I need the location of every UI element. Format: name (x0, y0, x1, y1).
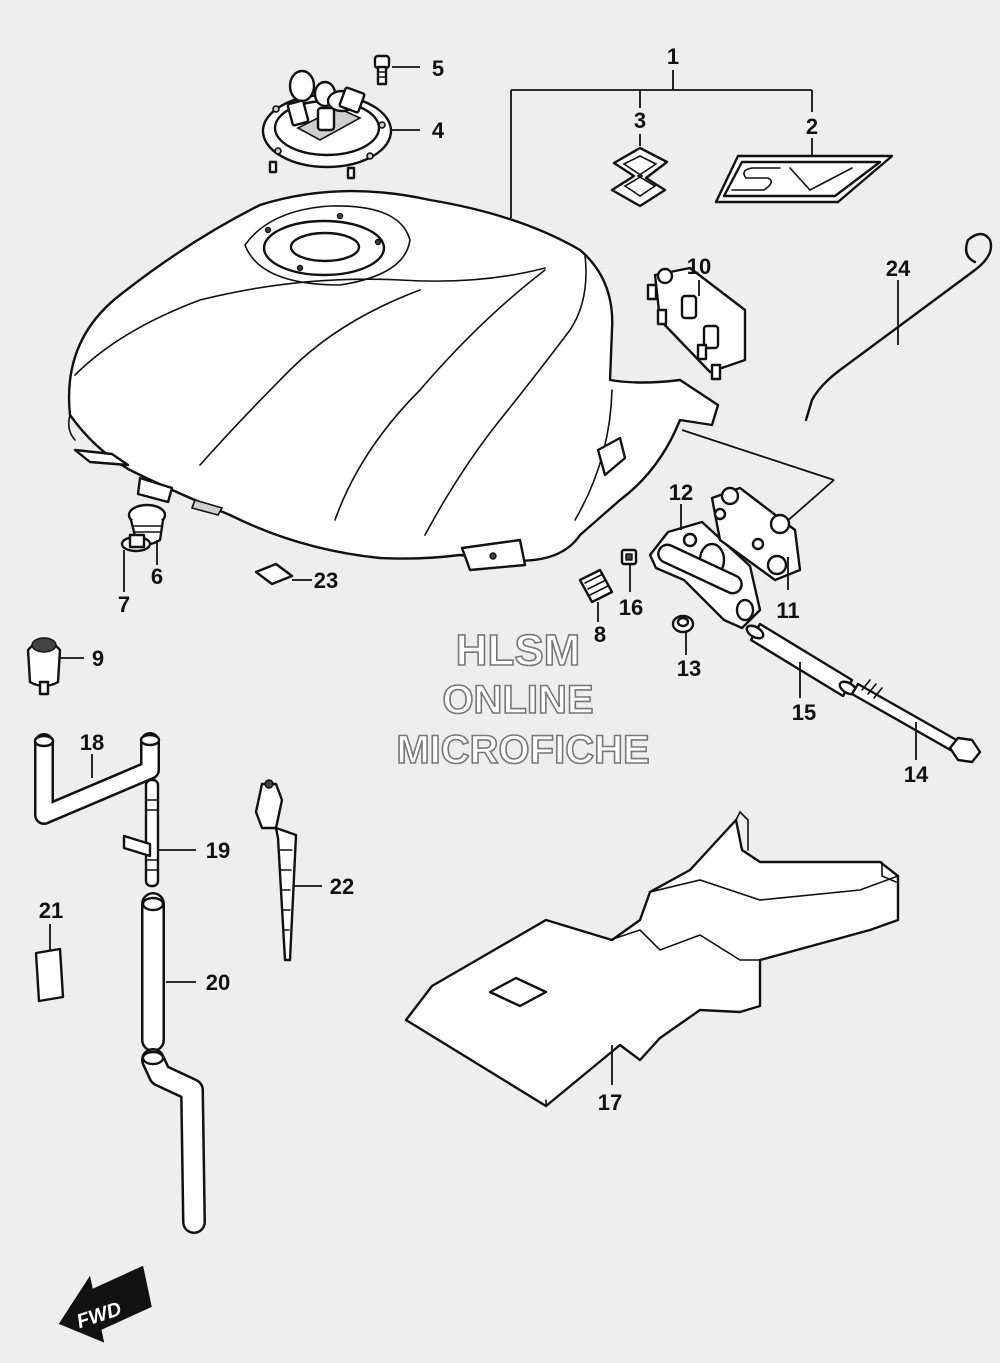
callout-19: 19 (206, 838, 230, 863)
callout-18: 18 (80, 730, 104, 755)
callout-4: 4 (432, 118, 445, 143)
part-7-fitting[interactable] (120, 533, 152, 592)
part-23-label[interactable] (254, 562, 312, 586)
callout-23: 23 (314, 568, 338, 593)
callout-1: 1 (667, 44, 679, 69)
callout-17: 17 (598, 1090, 622, 1115)
part-10-bracket[interactable] (646, 266, 747, 381)
callout-6: 6 (151, 564, 163, 589)
callout-15: 15 (792, 700, 816, 725)
part-16-clip[interactable] (620, 548, 638, 592)
watermark-line-3: MICROFICHE (396, 728, 649, 772)
part-21-label[interactable] (34, 924, 65, 1003)
callout-24: 24 (886, 256, 911, 281)
assembly-guide-lines (681, 429, 835, 524)
part-5-screw[interactable] (373, 54, 420, 86)
callout-16: 16 (619, 595, 643, 620)
part-12-hinge-bracket[interactable] (648, 504, 762, 630)
part-4-fuel-cap-lock[interactable] (261, 69, 420, 180)
callout-13: 13 (677, 656, 701, 681)
part-19-t-joint[interactable] (122, 778, 196, 888)
part-1-group-bracket (510, 70, 813, 218)
part-9-damper[interactable] (26, 637, 84, 696)
callout-21: 21 (39, 898, 63, 923)
part-3-emblem[interactable] (610, 134, 669, 208)
part-22-cable-tie[interactable] (254, 779, 322, 962)
watermark-line-1: HLSM (456, 626, 581, 675)
part-18-hose[interactable] (33, 732, 161, 825)
callout-10: 10 (687, 254, 711, 279)
part-13-grommet[interactable] (671, 614, 695, 655)
fwd-arrow-icon: FWD (58, 1265, 152, 1343)
callout-20: 20 (206, 970, 230, 995)
callout-2: 2 (806, 114, 818, 139)
part-17-heat-shield[interactable] (404, 810, 900, 1108)
callout-5: 5 (432, 56, 444, 81)
part-2-sv-badge[interactable] (714, 138, 894, 204)
callout-9: 9 (92, 646, 104, 671)
watermark: HLSM ONLINE MICROFICHE (396, 625, 651, 773)
callout-labels: 1 2 3 4 5 6 7 8 9 10 11 12 13 14 15 16 1… (39, 44, 929, 1115)
fuel-tank[interactable] (67, 189, 720, 572)
callout-3: 3 (634, 108, 646, 133)
watermark-line-2: ONLINE (442, 678, 593, 722)
part-11-hinge-plate[interactable] (710, 486, 802, 590)
callout-12: 12 (669, 480, 693, 505)
part-15-spacer-tube[interactable] (745, 622, 859, 698)
part-20-long-hose[interactable] (141, 892, 206, 1234)
callout-14: 14 (904, 762, 929, 787)
callout-8: 8 (594, 622, 606, 647)
callout-7: 7 (118, 592, 130, 617)
callout-22: 22 (330, 874, 354, 899)
callout-11: 11 (776, 598, 799, 623)
part-8-pad[interactable] (578, 568, 614, 622)
part-14-bolt[interactable] (850, 679, 982, 764)
part-24-wire-rod[interactable] (804, 232, 993, 422)
